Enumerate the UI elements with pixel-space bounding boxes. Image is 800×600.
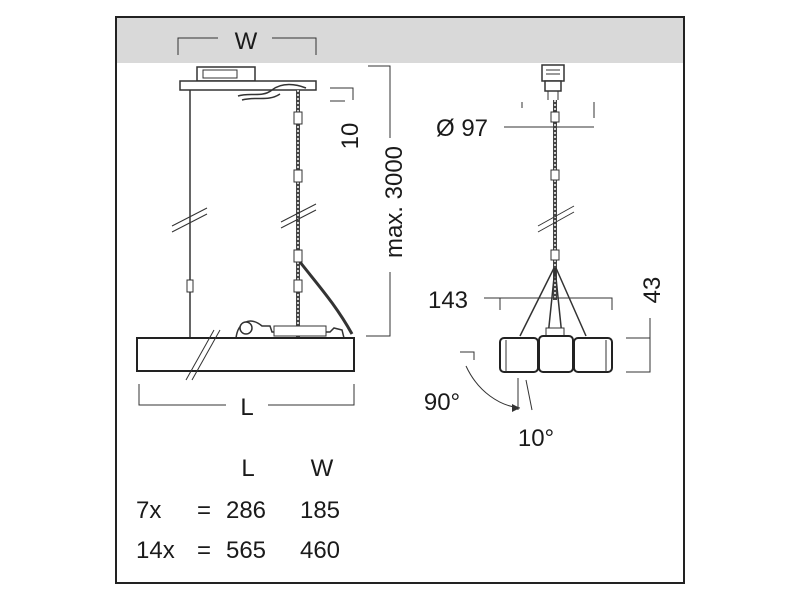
ceiling-band — [116, 17, 684, 63]
tilt-angle-label: 90° — [424, 389, 460, 416]
driver-unit — [235, 320, 345, 339]
profile-width-label: 143 — [428, 287, 468, 314]
suspension-length-dimension: max. 3000 — [366, 65, 408, 337]
tilt-angle-indicators: 90° 10° — [424, 351, 554, 452]
offset-label: 10 — [337, 123, 364, 150]
suspension-length-label: max. 3000 — [381, 146, 408, 258]
profile-height-label: 43 — [639, 277, 666, 304]
ceiling-canopy — [179, 66, 317, 101]
profile-width-dimension: 143 — [428, 287, 613, 314]
table-row-qty: 7x — [136, 497, 161, 524]
side-canopy — [541, 64, 565, 100]
table-row-l: 286 — [226, 497, 266, 524]
diameter-label: Ø 97 — [436, 115, 488, 142]
table-row-l: 565 — [226, 537, 266, 564]
table-row-eq: = — [197, 497, 211, 524]
table-row-qty: 14x — [136, 537, 175, 564]
table-row-eq: = — [197, 537, 211, 564]
luminaire-body — [136, 329, 355, 381]
side-luminaire-profiles — [499, 335, 613, 373]
offset-dimension: 10 — [330, 87, 364, 150]
table-header-l: L — [241, 455, 254, 482]
right-suspension-cable — [280, 90, 354, 337]
table-header-w: W — [311, 455, 334, 482]
tilt-step-label: 10° — [518, 425, 554, 452]
diameter-dimension: Ø 97 — [436, 102, 595, 142]
front-view: W — [136, 28, 408, 421]
length-dimension: L — [138, 384, 355, 421]
width-dimension: W — [177, 28, 317, 55]
table-row-w: 460 — [300, 537, 340, 564]
side-cable — [519, 100, 587, 337]
side-view: Ø 97 143 — [424, 64, 666, 452]
left-suspension-wire — [171, 90, 208, 337]
width-label: W — [235, 28, 258, 55]
length-label: L — [240, 394, 253, 421]
dimension-table: L W 7x = 286 185 14x = 565 460 — [136, 455, 340, 564]
drawing-border — [115, 16, 685, 584]
profile-height-dimension: 43 — [626, 277, 666, 373]
table-row-w: 185 — [300, 497, 340, 524]
